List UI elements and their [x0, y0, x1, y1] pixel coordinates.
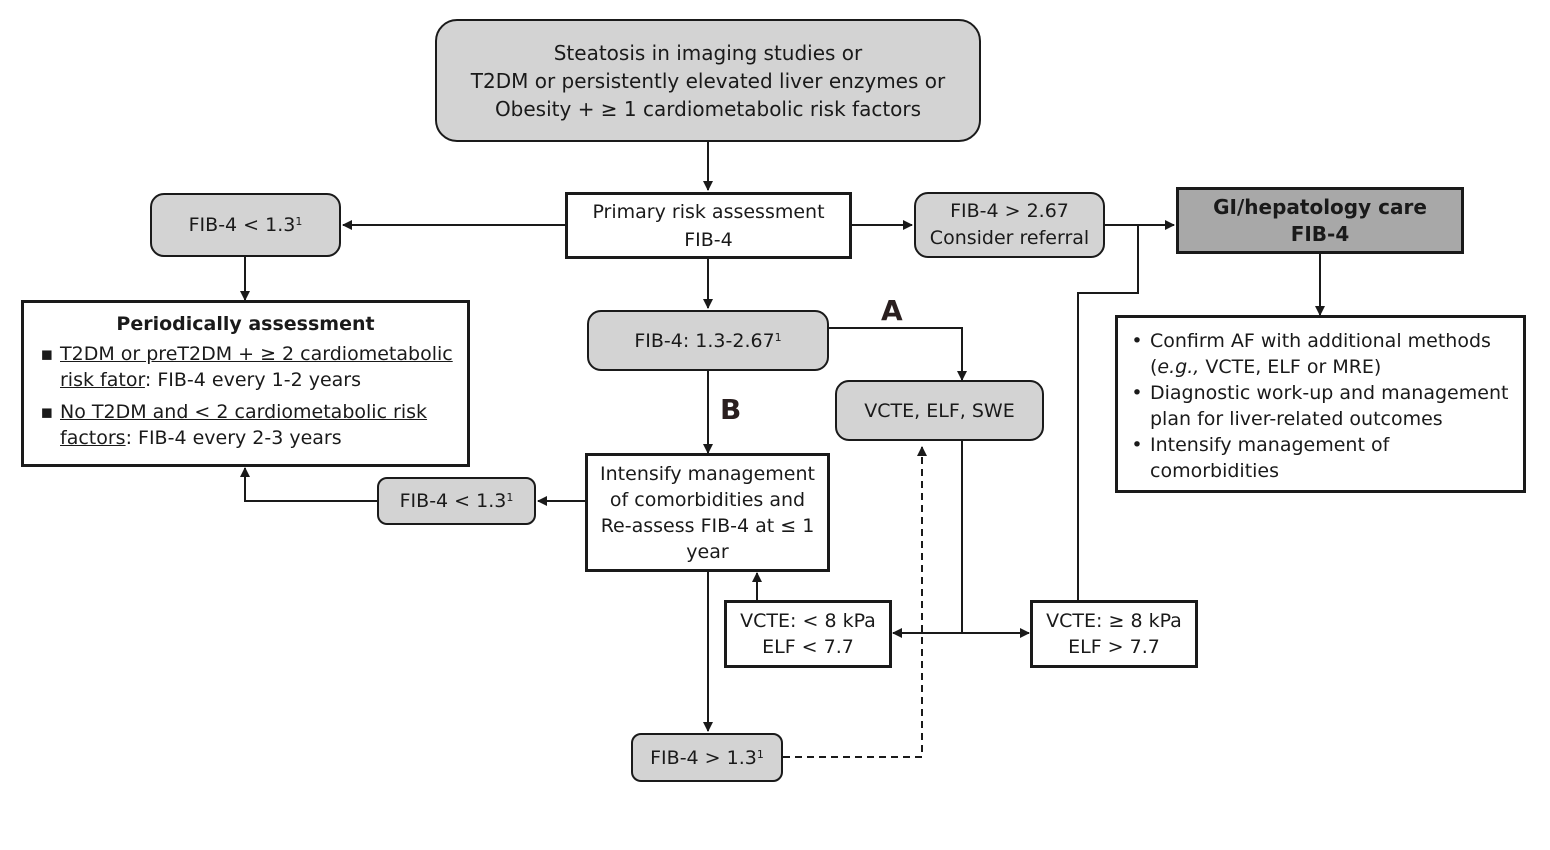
- periodic-assessment-box: Periodically assessment ▪ T2DM or preT2D…: [21, 300, 470, 467]
- entry-line: T2DM or persistently elevated liver enzy…: [470, 68, 946, 93]
- fib4-gt-bottom-text: FIB-4 > 1.3: [650, 746, 757, 769]
- intensify-line: Re-assess FIB-4 at ≤ 1: [600, 514, 815, 537]
- gi-action-suffix: VCTE, ELF or MRE): [1199, 356, 1382, 378]
- intensify-line: Intensify management: [600, 462, 815, 485]
- path-label-b: B: [720, 393, 742, 426]
- gi-action-text: Intensify management of comorbidities: [1150, 434, 1390, 482]
- fib4-high-line: Consider referral: [929, 227, 1090, 249]
- square-bullet-icon: ▪: [40, 343, 54, 365]
- vcte-elf-swe-text: VCTE, ELF, SWE: [864, 399, 1015, 422]
- entry-criteria-box: Steatosis in imaging studies or T2DM or …: [435, 19, 981, 142]
- periodic-item: ▪ T2DM or preT2DM + ≥ 2 cardiometabolic …: [34, 341, 457, 393]
- vcte-high-line: VCTE: ≥ 8 kPa: [1046, 610, 1182, 632]
- arrow-fib-low-mid-to-periodic: [240, 467, 377, 502]
- fib4-low-top-label: FIB-4 < 1.31: [189, 211, 303, 239]
- periodic-condition: T2DM or preT2DM + ≥ 2 cardiometabolic ri…: [60, 343, 453, 391]
- gi-action-prefix: Confirm AF with additional methods (: [1150, 330, 1491, 378]
- entry-line: Steatosis in imaging studies or: [553, 40, 863, 65]
- periodic-item-text: No T2DM and < 2 cardiometabolic risk fac…: [60, 399, 457, 451]
- fib4-mid-label: FIB-4: 1.3-2.671: [634, 327, 781, 355]
- entry-line: Obesity + ≥ 1 cardiometabolic risk facto…: [494, 96, 922, 121]
- fib4-low-top-text: FIB-4 < 1.3: [188, 214, 296, 236]
- gi-care-line: FIB-4: [1290, 221, 1350, 246]
- dot-bullet-icon: •: [1131, 382, 1143, 404]
- gi-action-italic: e.g.,: [1157, 356, 1200, 378]
- gi-action-text: Confirm AF with additional methods (e.g.…: [1150, 328, 1513, 380]
- gi-actions-box: • Confirm AF with additional methods (e.…: [1115, 315, 1526, 493]
- path-label-a: A: [881, 294, 903, 327]
- primary-line: FIB-4: [684, 228, 733, 251]
- periodic-item-text: T2DM or preT2DM + ≥ 2 cardiometabolic ri…: [60, 341, 457, 393]
- fib4-low-mid-text: FIB-4 < 1.3: [399, 490, 507, 512]
- fib4-high-box: FIB-4 > 2.67 Consider referral: [914, 192, 1105, 258]
- fib4-mid-text: FIB-4: 1.3-2.67: [634, 329, 775, 352]
- primary-line: Primary risk assessment: [592, 200, 825, 223]
- fib4-low-top-box: FIB-4 < 1.31: [150, 193, 341, 257]
- vcte-high-box: VCTE: ≥ 8 kPa ELF > 7.7: [1030, 600, 1198, 668]
- footnote-mark: 1: [295, 215, 303, 228]
- intensify-line: year: [686, 540, 729, 563]
- dot-bullet-icon: •: [1131, 434, 1143, 456]
- fib4-low-mid-box: FIB-4 < 1.31: [377, 477, 536, 525]
- gi-action-item: • Intensify management of comorbidities: [1124, 432, 1513, 484]
- gi-action-text: Diagnostic work-up and management plan f…: [1150, 382, 1509, 430]
- periodic-frequency: : FIB-4 every 2-3 years: [125, 427, 342, 449]
- intensify-management-box: Intensify management of comorbidities an…: [585, 453, 830, 572]
- footnote-mark: 1: [756, 747, 764, 761]
- periodic-item: ▪ No T2DM and < 2 cardiometabolic risk f…: [34, 399, 457, 451]
- vcte-low-line: VCTE: < 8 kPa: [740, 610, 876, 632]
- gi-hepatology-care-box: GI/hepatology care FIB-4: [1176, 187, 1464, 254]
- arrow-path-a: [829, 327, 967, 381]
- periodic-frequency: : FIB-4 every 1-2 years: [144, 369, 361, 391]
- fib4-gt-bottom-box: FIB-4 > 1.31: [631, 733, 783, 782]
- fib4-high-line: FIB-4 > 2.67: [950, 200, 1069, 222]
- vcte-elf-swe-box: VCTE, ELF, SWE: [835, 380, 1044, 441]
- footnote-mark: 1: [774, 330, 782, 344]
- vcte-low-box: VCTE: < 8 kPa ELF < 7.7: [724, 600, 892, 668]
- gi-action-item: • Diagnostic work-up and management plan…: [1124, 380, 1513, 432]
- intensify-line: of comorbidities and: [609, 488, 806, 511]
- primary-risk-assessment-box: Primary risk assessment FIB-4: [565, 192, 852, 259]
- dot-bullet-icon: •: [1131, 330, 1143, 352]
- periodic-condition: No T2DM and < 2 cardiometabolic risk fac…: [60, 401, 428, 449]
- gi-care-line: GI/hepatology care: [1213, 194, 1427, 219]
- periodic-title: Periodically assessment: [116, 313, 375, 335]
- fib4-gt-bottom-label: FIB-4 > 1.31: [650, 744, 764, 772]
- fib4-mid-box: FIB-4: 1.3-2.671: [587, 310, 829, 371]
- square-bullet-icon: ▪: [40, 401, 54, 423]
- footnote-mark: 1: [506, 491, 514, 504]
- gi-action-item: • Confirm AF with additional methods (e.…: [1124, 328, 1513, 380]
- fib4-low-mid-label: FIB-4 < 1.31: [400, 487, 514, 515]
- vcte-low-line: ELF < 7.7: [762, 636, 854, 658]
- vcte-high-line: ELF > 7.7: [1068, 636, 1160, 658]
